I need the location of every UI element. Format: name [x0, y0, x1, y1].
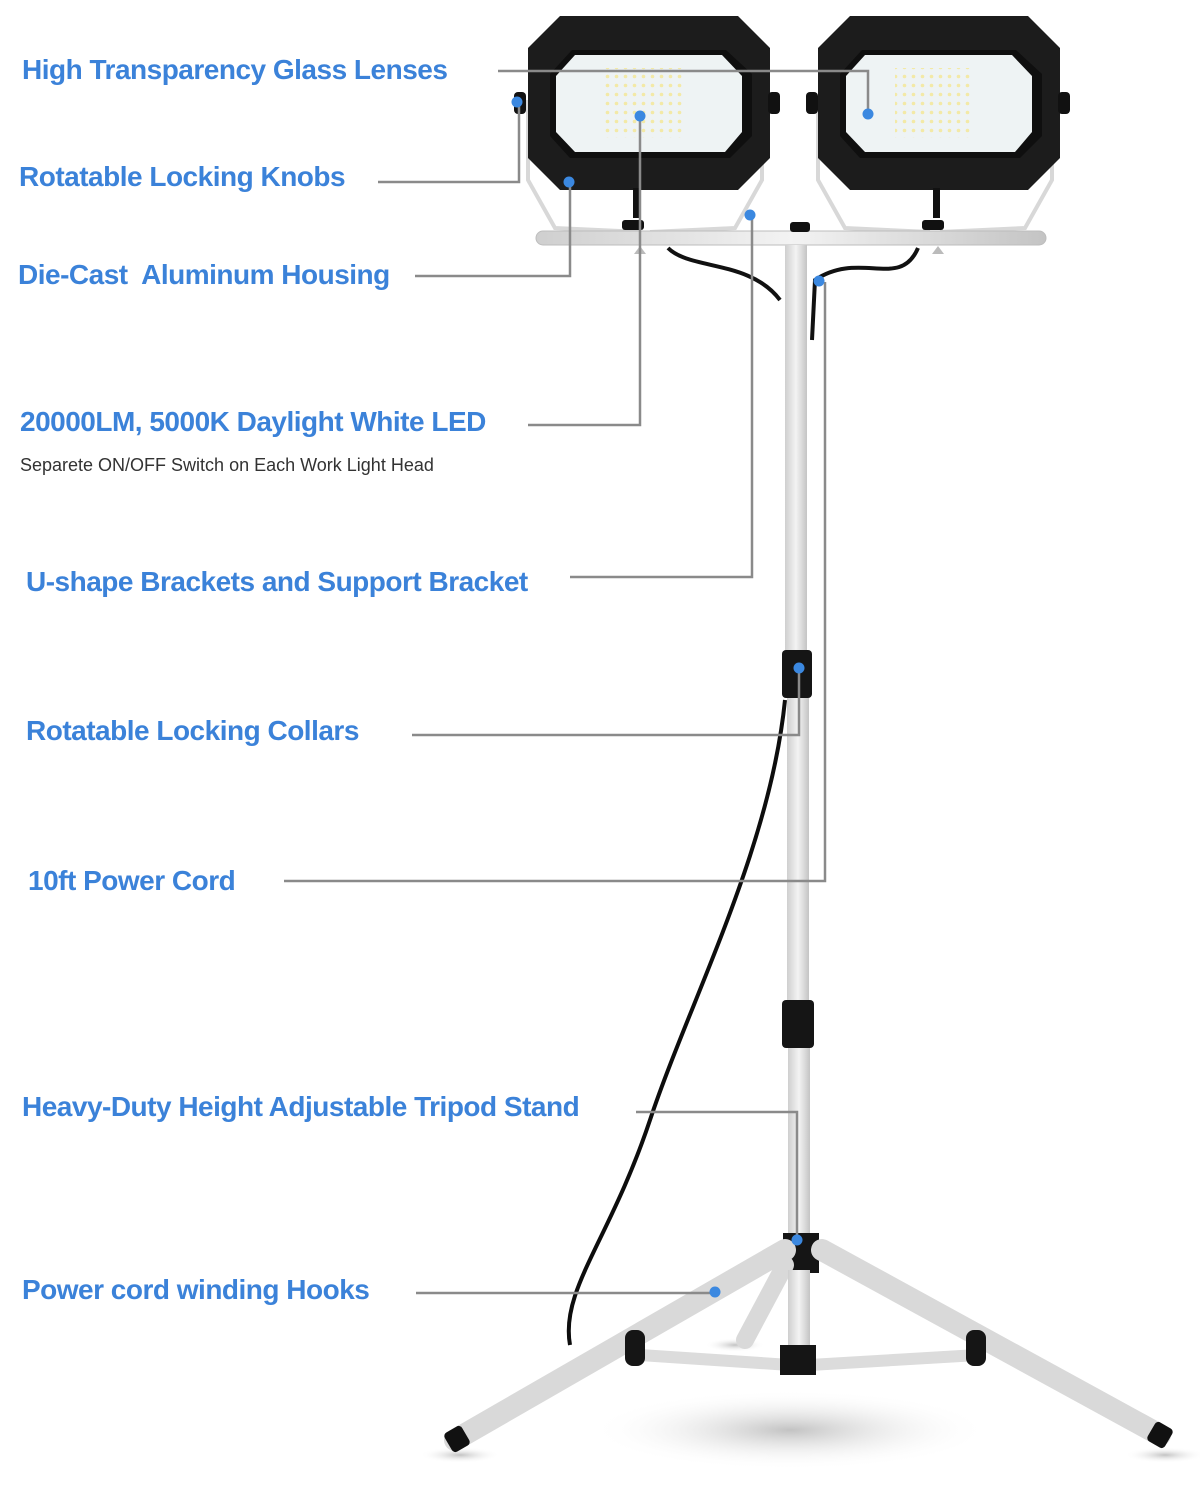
- dot-led: [634, 110, 646, 122]
- locking-collar-lower: [782, 1000, 814, 1048]
- callout-dots: [511, 96, 874, 1298]
- dot-hook: [709, 1286, 721, 1298]
- head-cord-right: [810, 247, 920, 341]
- light-head-right: [818, 16, 1060, 230]
- dot-glass-lens: [862, 108, 874, 120]
- callout-u-brackets: U-shape Brackets and Support Bracket: [26, 566, 528, 597]
- head-cord-left: [666, 246, 782, 302]
- dot-housing: [563, 176, 575, 188]
- leader-lines: [284, 69, 870, 1295]
- callout-daylight-led-sublabel: Separete ON/OFF Switch on Each Work Ligh…: [20, 455, 434, 475]
- tripod: [444, 1233, 1173, 1453]
- power-cord: [566, 699, 787, 1346]
- light-head-left: [528, 16, 770, 230]
- callout-tripod-stand: Heavy-Duty Height Adjustable Tripod Stan…: [22, 1091, 580, 1122]
- ground-shadow: [590, 1390, 990, 1470]
- pole-middle: [787, 698, 809, 1008]
- locking-collar-upper: [782, 650, 812, 698]
- callout-daylight-led: 20000LM, 5000K Daylight White LED: [20, 406, 486, 437]
- pole-lower: [788, 1048, 810, 1238]
- dot-bracket: [744, 209, 756, 221]
- callout-aluminum-housing: Die-Cast Aluminum Housing: [18, 259, 390, 290]
- dot-locking-knob: [511, 96, 523, 108]
- pole-upper: [785, 245, 807, 655]
- locking-knob-icons: [514, 92, 1070, 114]
- callout-winding-hooks: Power cord winding Hooks: [22, 1274, 370, 1305]
- callout-locking-collars: Rotatable Locking Collars: [26, 715, 359, 746]
- callout-locking-knobs: Rotatable Locking Knobs: [19, 161, 346, 192]
- dot-collar: [793, 662, 805, 674]
- callout-glass-lenses: High Transparency Glass Lenses: [22, 54, 448, 85]
- dot-cord: [813, 275, 825, 287]
- dot-tripod: [791, 1234, 803, 1246]
- callout-power-cord: 10ft Power Cord: [28, 865, 236, 896]
